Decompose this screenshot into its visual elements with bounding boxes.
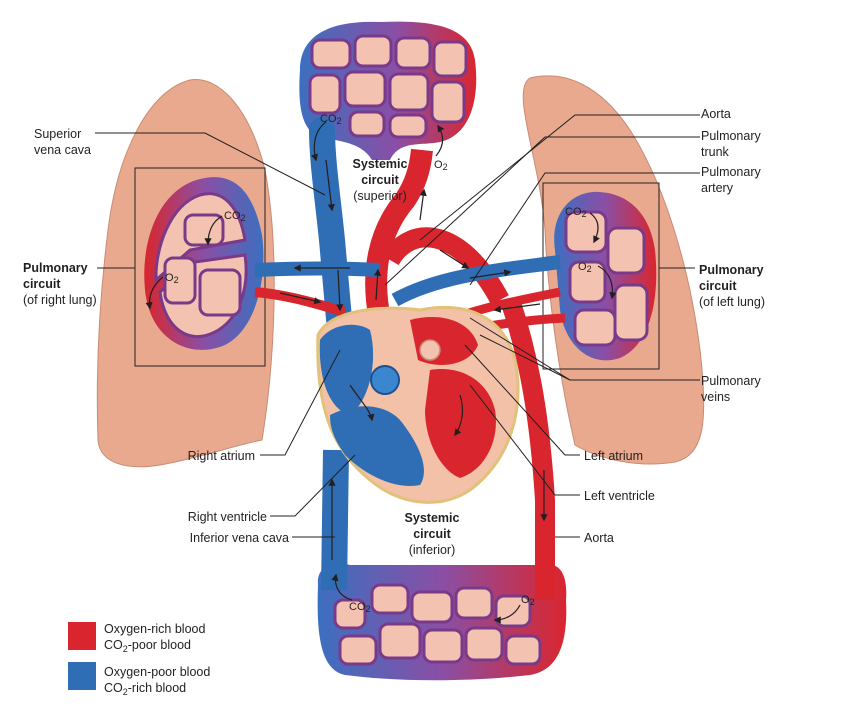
label-aorta-bottom: Aorta bbox=[584, 531, 614, 545]
label-systemic-inf-1: Systemic bbox=[405, 511, 460, 525]
label-right-atrium: Right atrium bbox=[188, 449, 255, 463]
label-pul-left-3: (of left lung) bbox=[699, 295, 765, 309]
label-pulmonary-artery-1: Pulmonary bbox=[701, 165, 761, 179]
svg-text:CO2: CO2 bbox=[565, 206, 587, 219]
label-pulmonary-veins-1: Pulmonary bbox=[701, 374, 761, 388]
label-pul-right-3: (of right lung) bbox=[23, 293, 97, 307]
legend-oxygen-poor-2: CO2-rich blood bbox=[104, 681, 186, 697]
label-right-ventricle: Right ventricle bbox=[188, 510, 267, 524]
inferior-capillary-bed bbox=[317, 563, 567, 681]
svg-text:O2: O2 bbox=[165, 272, 179, 285]
right-lung-capillary-bed bbox=[144, 177, 264, 350]
label-left-atrium: Left atrium bbox=[584, 449, 643, 463]
right-pulmonary-artery bbox=[254, 261, 381, 277]
flow-arrows bbox=[279, 159, 548, 560]
legend: Oxygen-rich blood CO2-poor blood Oxygen-… bbox=[68, 622, 210, 697]
anatomy-labels: Aorta Pulmonary trunk Pulmonary artery S… bbox=[23, 107, 765, 557]
label-pul-left-2: circuit bbox=[699, 279, 737, 293]
label-aorta-top: Aorta bbox=[701, 107, 731, 121]
label-pul-right-1: Pulmonary bbox=[23, 261, 88, 275]
svg-text:O2: O2 bbox=[434, 159, 448, 172]
label-systemic-sup-3: (superior) bbox=[353, 189, 407, 203]
label-pulmonary-trunk-2: trunk bbox=[701, 145, 730, 159]
label-pulmonary-artery-2: artery bbox=[701, 181, 734, 195]
superior-capillary-bed bbox=[299, 21, 477, 161]
leader-lines bbox=[95, 114, 700, 538]
label-superior-vc-1: Superior bbox=[34, 127, 81, 141]
label-systemic-sup-2: circuit bbox=[361, 173, 399, 187]
label-pulmonary-trunk-1: Pulmonary bbox=[701, 129, 761, 143]
svg-text:CO2: CO2 bbox=[224, 210, 246, 223]
legend-swatch-oxygen-rich bbox=[68, 622, 96, 650]
right-atrium-chamber bbox=[319, 324, 374, 415]
superior-vena-cava bbox=[309, 117, 353, 343]
label-left-ventricle: Left ventricle bbox=[584, 489, 655, 503]
left-pulmonary-artery bbox=[391, 255, 561, 307]
legend-oxygen-poor-1: Oxygen-poor blood bbox=[104, 665, 210, 679]
svg-text:CO2: CO2 bbox=[320, 113, 342, 126]
inferior-vena-cava bbox=[321, 449, 349, 591]
left-lung-callout-box bbox=[542, 182, 660, 370]
right-ventricle-chamber bbox=[330, 406, 424, 486]
svg-text:CO2: CO2 bbox=[349, 601, 371, 614]
descending-aorta bbox=[500, 296, 555, 600]
label-systemic-sup-1: Systemic bbox=[353, 157, 408, 171]
label-inferior-vc: Inferior vena cava bbox=[190, 531, 289, 545]
label-systemic-inf-3: (inferior) bbox=[409, 543, 456, 557]
svg-text:O2: O2 bbox=[578, 261, 592, 274]
legend-oxygen-rich-2: CO2-poor blood bbox=[104, 638, 191, 654]
label-pul-right-2: circuit bbox=[23, 277, 61, 291]
label-pulmonary-veins-2: veins bbox=[701, 390, 730, 404]
label-pul-left-1: Pulmonary bbox=[699, 263, 764, 277]
label-systemic-inf-2: circuit bbox=[413, 527, 451, 541]
svg-text:O2: O2 bbox=[521, 594, 535, 607]
aortic-valve bbox=[370, 365, 400, 395]
legend-oxygen-rich-1: Oxygen-rich blood bbox=[104, 622, 205, 636]
ascending-aorta bbox=[365, 148, 433, 323]
left-lung-capillary-bed bbox=[554, 191, 657, 361]
legend-swatch-oxygen-poor bbox=[68, 662, 96, 690]
label-superior-vc-2: vena cava bbox=[34, 143, 91, 157]
gas-exchange-markers: CO2 O2 CO2 O2 CO2 O2 CO2 O2 bbox=[145, 113, 617, 624]
